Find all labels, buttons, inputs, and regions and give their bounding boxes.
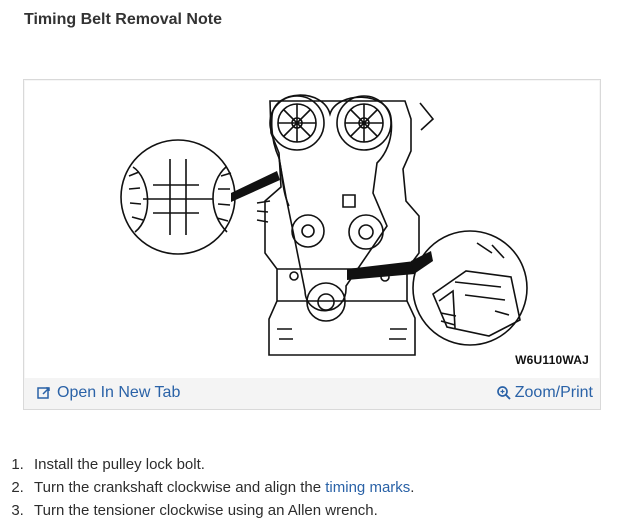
step-3: Turn the tensioner clockwise using an Al…	[28, 500, 414, 521]
step-2-text-before: Turn the crankshaft clockwise and align …	[34, 479, 326, 496]
step-1: Install the pulley lock bolt.	[28, 454, 414, 475]
step-3-text: Turn the tensioner clockwise using an Al…	[34, 502, 378, 519]
open-in-new-tab-link[interactable]: Open In New Tab	[37, 384, 180, 402]
figure-container: W6U110WAJ Open In New Tab Zoom/Print	[23, 79, 601, 410]
timing-marks-link[interactable]: timing marks	[325, 479, 411, 496]
step-1-text: Install the pulley lock bolt.	[34, 456, 205, 473]
procedure-steps: Install the pulley lock bolt. Turn the c…	[8, 454, 414, 523]
figure-code: W6U110WAJ	[515, 353, 589, 367]
page-title: Timing Belt Removal Note	[24, 11, 222, 28]
timing-belt-diagram[interactable]: W6U110WAJ	[25, 81, 599, 378]
step-2: Turn the crankshaft clockwise and align …	[28, 477, 414, 498]
figure-action-bar: Open In New Tab Zoom/Print	[24, 378, 600, 409]
zoom-icon	[496, 385, 512, 401]
open-new-tab-icon	[37, 386, 51, 400]
open-in-new-tab-label: Open In New Tab	[57, 384, 181, 401]
diagram-drawing	[120, 94, 528, 356]
step-2-text-after: .	[410, 479, 415, 496]
zoom-print-label: Zoom/Print	[514, 384, 593, 401]
zoom-print-link[interactable]: Zoom/Print	[496, 384, 593, 402]
